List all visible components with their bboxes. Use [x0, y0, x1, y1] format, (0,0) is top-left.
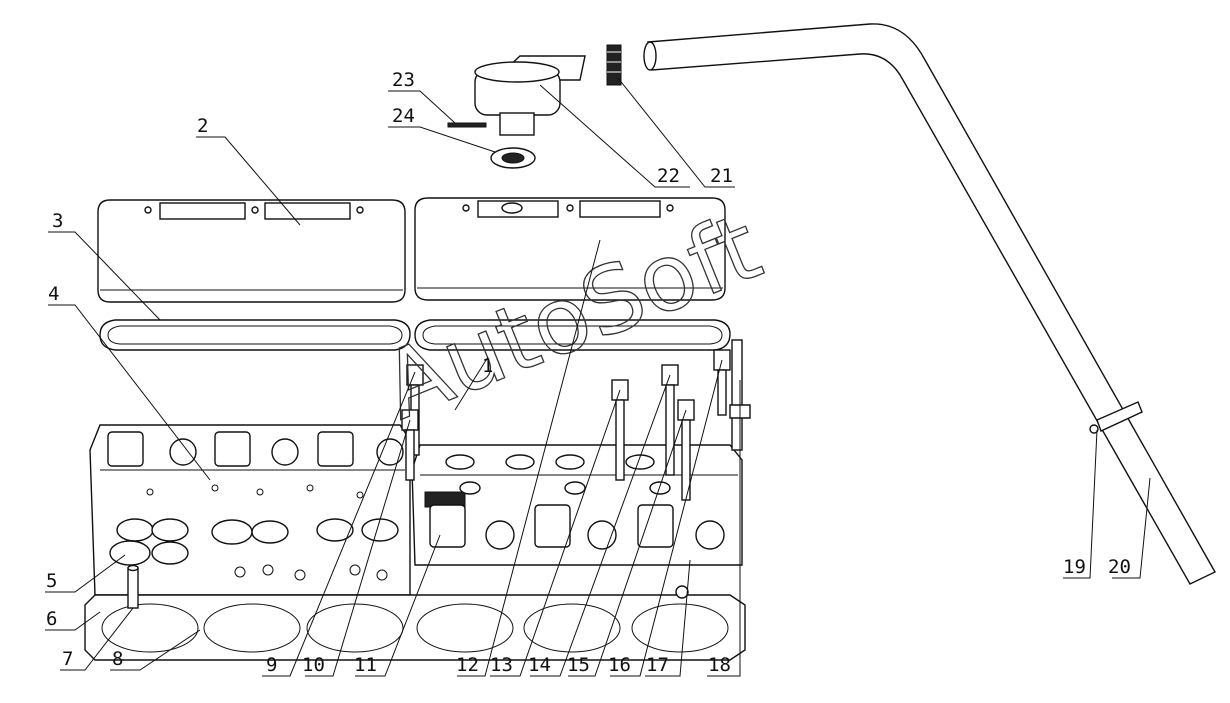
- callout-21: 21: [710, 165, 733, 187]
- callout-20: 20: [1108, 556, 1131, 578]
- callout-13: 13: [490, 654, 513, 676]
- washer: [490, 147, 536, 169]
- valve-cover-left: [97, 199, 406, 303]
- callout-24: 24: [392, 105, 415, 127]
- callout-15: 15: [567, 654, 590, 676]
- callout-23: 23: [392, 69, 415, 91]
- clamp-bolt: [1089, 424, 1099, 434]
- callout-14: 14: [528, 654, 551, 676]
- callout-16: 16: [608, 654, 631, 676]
- pipe-end: [643, 41, 657, 71]
- callout-1: 1: [482, 355, 493, 377]
- breather-pipe: [647, 23, 1216, 585]
- callout-4: 4: [48, 283, 59, 305]
- callout-7: 7: [62, 648, 73, 670]
- valve-cover-right: [414, 197, 726, 301]
- callout-6: 6: [46, 608, 57, 630]
- callout-8: 8: [112, 648, 123, 670]
- pipe-clamp: [1096, 401, 1143, 432]
- hose-fitting: [606, 44, 622, 86]
- callout-17: 17: [646, 654, 669, 676]
- callout-2: 2: [197, 115, 208, 137]
- callout-10: 10: [302, 654, 325, 676]
- callout-3: 3: [52, 210, 63, 232]
- cylinder-head-right: [411, 444, 743, 566]
- pin: [447, 122, 487, 128]
- leader-lines: [45, 77, 1151, 677]
- breather-cap: [474, 55, 586, 136]
- callout-labels: 2 3 4 5 6 7 8 9 10 11 12 13 14 15 16 17 …: [46, 69, 1131, 676]
- callout-19: 19: [1063, 556, 1086, 578]
- gasket-plug: [675, 585, 689, 599]
- callout-11: 11: [354, 654, 377, 676]
- head-gasket: [84, 594, 746, 661]
- valve-cover-gasket-left: [99, 319, 411, 351]
- callout-12: 12: [456, 654, 479, 676]
- callout-5: 5: [46, 570, 57, 592]
- callout-22: 22: [657, 165, 680, 187]
- callout-9: 9: [266, 654, 277, 676]
- callout-18: 18: [708, 654, 731, 676]
- dowel-pin: [127, 564, 139, 609]
